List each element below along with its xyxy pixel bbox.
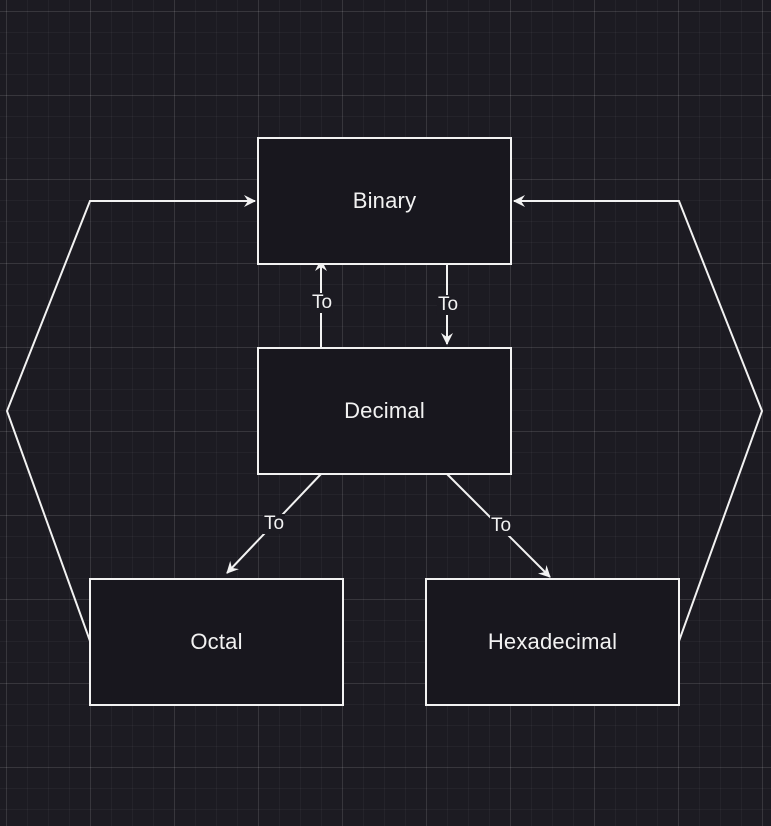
node-decimal[interactable]: Decimal xyxy=(257,347,512,475)
edge-octal-to-binary[interactable] xyxy=(5,195,256,642)
edge-hexadecimal-to-binary[interactable] xyxy=(513,195,764,642)
edge-label-binary-to-decimal: To xyxy=(436,294,460,315)
edge-label-decimal-to-binary: To xyxy=(310,292,334,313)
edge-label-decimal-to-hexadecimal: To xyxy=(489,515,513,536)
node-decimal-label: Decimal xyxy=(344,398,425,423)
edge-label-decimal-to-octal: To xyxy=(262,513,286,534)
node-octal-label: Octal xyxy=(190,629,243,654)
node-binary-label: Binary xyxy=(352,188,417,213)
node-hexadecimal[interactable]: Hexadecimal xyxy=(425,578,680,706)
node-octal[interactable]: Octal xyxy=(89,578,344,706)
node-hexadecimal-label: Hexadecimal xyxy=(487,629,618,654)
node-binary[interactable]: Binary xyxy=(257,137,512,265)
